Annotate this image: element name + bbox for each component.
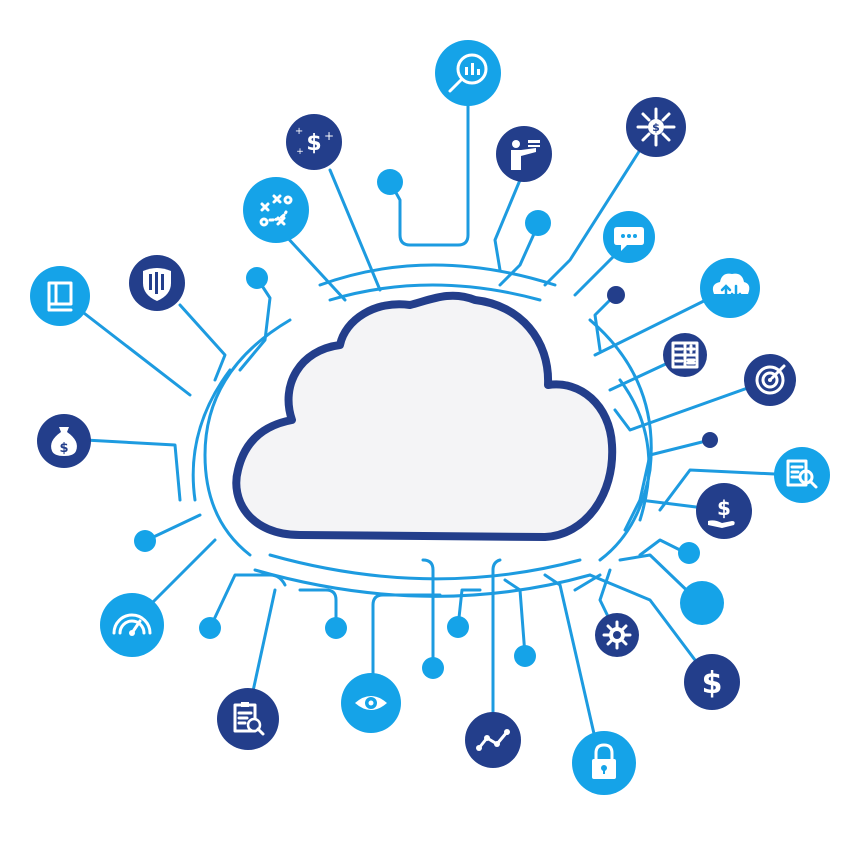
terminal-dot — [678, 542, 700, 564]
wire-report-search — [658, 468, 797, 512]
wire-lock — [543, 573, 602, 762]
inner-ring-left — [203, 318, 292, 557]
wire-dollar-network — [543, 148, 642, 287]
target-icon — [744, 354, 796, 406]
calculator-icon — [663, 333, 707, 377]
svg-text:+: + — [324, 129, 334, 143]
svg-text:+: + — [295, 126, 303, 137]
strategy-plan-icon — [243, 177, 309, 243]
wire-magnifier-chart — [388, 103, 470, 247]
dollar-sparkle-icon: $ + + + — [286, 114, 342, 170]
lock-icon — [572, 731, 636, 795]
outer-ring-bottom — [253, 568, 592, 598]
wire-bottom-dot-2 — [421, 558, 435, 670]
terminal-dots — [134, 169, 724, 679]
clipboard-search-icon — [217, 688, 279, 750]
svg-text:$: $ — [306, 131, 321, 156]
cloud-transfer-icon — [700, 258, 760, 318]
inner-ring-bottom — [268, 553, 582, 581]
wire-dollar-sparkle — [328, 168, 382, 292]
terminal-dot — [422, 657, 444, 679]
presenter-icon — [496, 126, 552, 182]
terminal-dot — [525, 210, 551, 236]
speedometer-icon — [100, 593, 164, 657]
wire-clipboard — [248, 588, 277, 707]
wire-chat — [573, 253, 617, 297]
terminal-dot — [325, 617, 347, 639]
wire-shield — [178, 303, 227, 382]
eye-icon — [341, 673, 401, 733]
book-icon — [30, 266, 90, 326]
cloud-icon — [232, 291, 617, 541]
wire-right-mid-dot — [638, 438, 712, 502]
terminal-dot — [377, 169, 403, 195]
terminal-dot — [702, 432, 718, 448]
terminal-dot — [514, 645, 536, 667]
terminal-dot — [680, 581, 724, 625]
chat-bubble-icon — [603, 211, 655, 263]
wire-left-bottom-dot — [208, 573, 287, 630]
wire-trend — [491, 558, 502, 742]
svg-text:+: + — [296, 147, 304, 157]
report-search-icon — [774, 447, 830, 503]
wire-eye — [371, 593, 442, 692]
wire-right-top-dot — [593, 293, 617, 352]
wire-bottom-dot-1 — [298, 588, 338, 630]
svg-text:$: $ — [717, 496, 731, 520]
terminal-dot — [607, 286, 625, 304]
wire-money-bag — [83, 438, 182, 502]
terminal-dot — [246, 267, 268, 289]
trend-line-icon — [465, 712, 521, 768]
wire-top-left-dot — [238, 276, 272, 372]
outer-ring-top — [318, 263, 557, 287]
terminal-dot — [447, 616, 469, 638]
connector-wires — [78, 103, 797, 762]
wire-bottom-dot-4 — [503, 578, 527, 657]
dollar-network-icon: $ — [626, 97, 686, 157]
wire-presenter-dot — [498, 223, 540, 287]
wire-strategy — [283, 233, 347, 302]
svg-text:$: $ — [702, 666, 723, 701]
wire-presenter — [493, 178, 522, 272]
inner-ring-right — [588, 318, 653, 562]
wire-bottom-right-arc — [573, 573, 602, 592]
magnifier-chart-icon — [435, 40, 501, 106]
wire-bottom-dot-3 — [456, 588, 482, 629]
terminal-dot — [199, 617, 221, 639]
gear-icon — [595, 613, 639, 657]
money-bag-icon: $ — [37, 414, 91, 468]
shield-icon — [129, 255, 185, 311]
wire-hand-dollar — [623, 498, 722, 532]
inner-ring-top — [328, 283, 542, 302]
outer-ring-left — [191, 368, 232, 502]
wire-target — [613, 378, 772, 432]
terminal-dot — [134, 530, 156, 552]
wire-book — [78, 308, 192, 397]
wire-right-big-dot — [618, 553, 702, 605]
hand-dollar-icon: $ — [696, 483, 752, 539]
wire-dollar — [588, 573, 712, 682]
svg-text:$: $ — [652, 121, 660, 134]
svg-text:$: $ — [59, 441, 68, 456]
dollar-icon: $ — [684, 654, 740, 710]
